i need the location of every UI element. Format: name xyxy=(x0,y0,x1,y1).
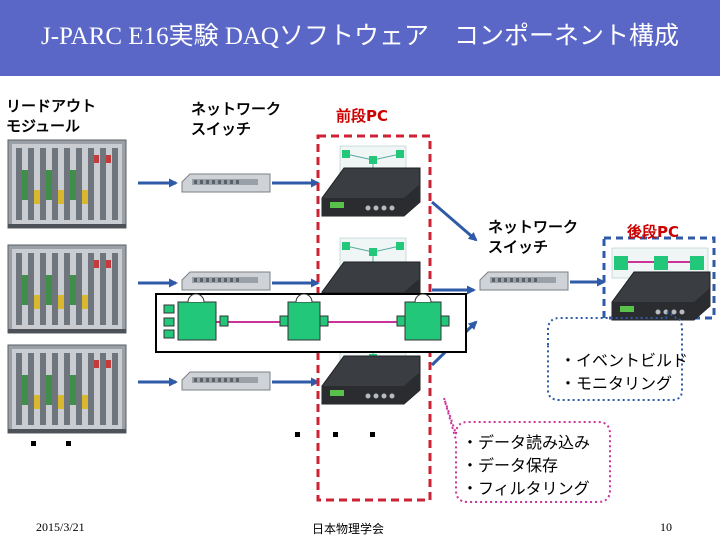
network-switch-1b xyxy=(181,271,271,291)
ellipsis-dots xyxy=(31,432,375,446)
readout-module-2 xyxy=(7,244,127,334)
front-pc-notes: ・データ読み込み ・データ保存 ・フィルタリング xyxy=(462,433,591,498)
footer-society: 日本物理学会 xyxy=(312,522,385,536)
front-pc-callout xyxy=(443,397,611,503)
network-switch-2 xyxy=(479,271,569,291)
slide-title: J-PARC E16実験 DAQソフトウェア コンポーネント構成 xyxy=(40,23,679,50)
readout-module-label: リードアウト モジュール xyxy=(6,97,97,135)
readout-module-1 xyxy=(7,139,127,229)
front-pc-label: 前段PC xyxy=(336,107,389,125)
page-number: 10 xyxy=(660,520,672,534)
back-pc xyxy=(611,271,711,321)
footer-date: 2015/3/21 xyxy=(36,520,85,534)
back-pc-callout xyxy=(547,310,683,401)
back-pc-notes: ・イベントビルド ・モニタリング xyxy=(560,351,689,393)
front-pc-3 xyxy=(321,355,421,405)
back-pc-label: 後段PC xyxy=(627,223,680,241)
component-overlay xyxy=(155,293,467,353)
title-bar xyxy=(0,0,720,76)
network-switch-1a xyxy=(181,173,271,193)
readout-module-3 xyxy=(7,344,127,434)
network-switch-1-label: ネットワーク スイッチ xyxy=(191,100,282,138)
front-pc-1 xyxy=(321,167,421,217)
network-switch-1c xyxy=(181,371,271,391)
network-switch-2-label: ネットワーク スイッチ xyxy=(488,218,579,256)
